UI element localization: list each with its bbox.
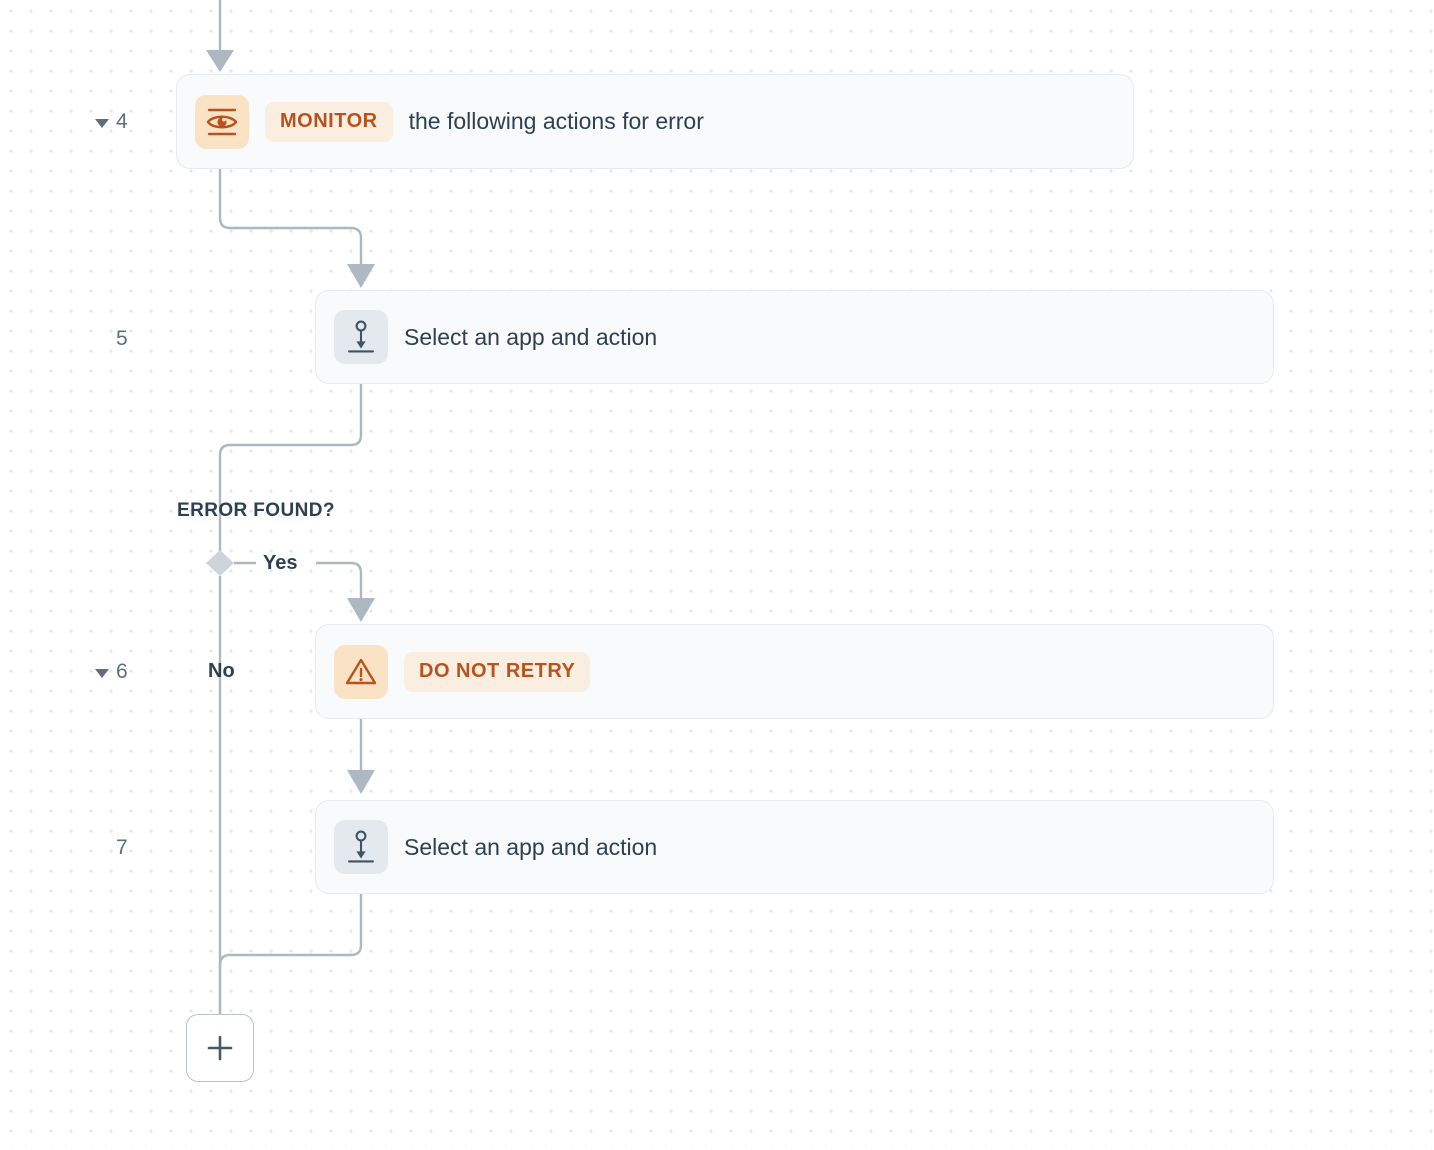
arrow-into-step5 [347, 264, 375, 288]
branch-no-label: No [208, 660, 235, 682]
insert-action-icon [334, 820, 388, 874]
arrow-into-monitor [206, 50, 234, 72]
node-title: Select an app and action [404, 833, 658, 860]
eye-icon [195, 94, 249, 149]
node-title: Select an app and action [404, 323, 658, 350]
step-number: 5 [116, 327, 128, 350]
node-badge-do-not-retry: DO NOT RETRY [404, 651, 591, 692]
arrow-into-step7 [347, 770, 375, 794]
branch-condition-label: ERROR FOUND? [177, 500, 335, 521]
step-marker-5[interactable]: 5 [95, 326, 128, 352]
wire-yes-to-step6 [316, 561, 363, 600]
plus-icon [207, 1035, 233, 1061]
arrow-into-step6 [347, 598, 375, 622]
branch-yes-label: Yes [263, 552, 298, 574]
node-badge-monitor: MONITOR [265, 101, 393, 142]
branch-diamond [206, 550, 234, 576]
node-select-app-action-5[interactable]: Select an app and action [315, 290, 1274, 384]
node-title: the following actions for error [408, 108, 704, 134]
insert-action-icon [334, 310, 388, 364]
node-monitor[interactable]: MONITOR the following actions for error [176, 74, 1134, 169]
step-marker-4[interactable]: 4 [95, 109, 128, 135]
node-select-app-action-7[interactable]: Select an app and action [315, 800, 1274, 894]
wire-monitor-to-step5 [218, 168, 363, 266]
step-marker-7[interactable]: 7 [95, 835, 128, 861]
wire-step5-to-branch [218, 382, 363, 552]
node-do-not-retry[interactable]: DO NOT RETRY [315, 624, 1274, 719]
wire-step7-merge [218, 892, 363, 1014]
step-number: 4 [116, 110, 128, 133]
chevron-down-icon[interactable] [95, 118, 109, 128]
chevron-down-icon[interactable] [95, 668, 109, 678]
add-step-button[interactable] [186, 1014, 254, 1082]
step-number: 6 [116, 660, 128, 683]
step-marker-6[interactable]: 6 [95, 659, 128, 685]
warning-triangle-icon [334, 644, 388, 699]
step-number: 7 [116, 836, 128, 859]
